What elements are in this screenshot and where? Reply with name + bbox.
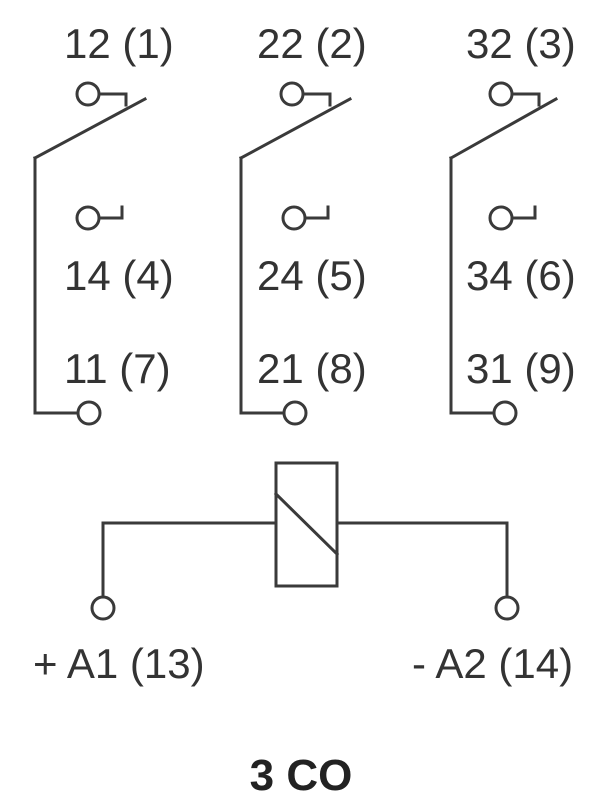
nc-terminal-1 — [75, 81, 101, 107]
coil-wire-left — [101, 521, 278, 600]
common-terminal-3 — [492, 400, 518, 426]
relay-coil: + A1 (13) - A2 (14) — [33, 461, 573, 687]
common-wire-1 — [33, 156, 80, 415]
coil-diagonal — [273, 491, 340, 557]
switch-blade-1 — [32, 96, 148, 161]
no-stop-1 — [97, 205, 124, 220]
no-terminal-1 — [75, 205, 101, 231]
contact-group-1: 12 (1) 14 (4) 11 (7) — [32, 20, 174, 426]
nc-terminal-3 — [488, 81, 514, 107]
coil-plus-label: + A1 (13) — [33, 640, 205, 687]
coil-minus-label: - A2 (14) — [412, 640, 573, 687]
no-terminal-2 — [281, 205, 307, 231]
nc-terminal-2 — [279, 81, 305, 107]
no-stop-3 — [510, 205, 537, 220]
no-stop-2 — [303, 205, 330, 220]
contact-group-3: 32 (3) 34 (6) 31 (9) — [448, 20, 576, 426]
no-terminal-label-2: 24 (5) — [257, 252, 367, 299]
nc-terminal-label-3: 32 (3) — [466, 20, 576, 67]
diagram-title: 3 CO — [250, 751, 353, 800]
coil-wire-right — [335, 521, 509, 600]
coil-terminal-minus — [494, 595, 520, 621]
switch-blade-3 — [448, 96, 559, 161]
common-terminal-label-2: 21 (8) — [257, 345, 367, 392]
nc-stop-3 — [510, 92, 541, 107]
nc-stop-1 — [97, 92, 128, 107]
common-terminal-2 — [282, 400, 308, 426]
switch-blade-2 — [238, 96, 353, 161]
common-terminal-label-3: 31 (9) — [466, 345, 576, 392]
nc-terminal-label-2: 22 (2) — [257, 20, 367, 67]
common-wire-2 — [239, 156, 286, 415]
no-terminal-label-1: 14 (4) — [64, 252, 174, 299]
nc-terminal-label-1: 12 (1) — [64, 20, 174, 67]
common-wire-3 — [449, 156, 496, 415]
common-terminal-1 — [76, 400, 102, 426]
common-terminal-label-1: 11 (7) — [64, 345, 171, 392]
nc-stop-2 — [301, 92, 332, 107]
no-terminal-3 — [488, 205, 514, 231]
no-terminal-label-3: 34 (6) — [466, 252, 576, 299]
coil-terminal-plus — [90, 595, 116, 621]
contact-group-2: 22 (2) 24 (5) 21 (8) — [238, 20, 367, 426]
